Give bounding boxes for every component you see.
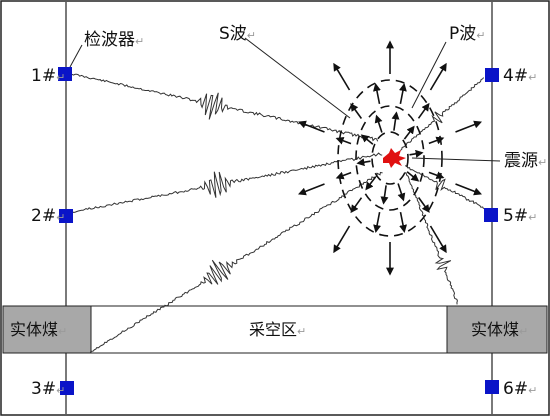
- inner-arrow-7: [365, 176, 377, 191]
- middle-arrow-7: [373, 211, 382, 233]
- trace-sensor-3: [89, 171, 383, 353]
- trace-sensor-2: [71, 152, 383, 214]
- middle-arrow-12: [373, 83, 381, 105]
- middle-arrow-2: [417, 102, 430, 119]
- outer-arrow-5: [429, 225, 447, 254]
- inner-arrow-1: [391, 111, 400, 131]
- inner-arrow-10: [374, 114, 383, 133]
- sensor-4-label: 4#↵: [503, 66, 538, 86]
- seismic-source-icon: [383, 148, 406, 168]
- middle-arrow-4: [428, 171, 445, 180]
- sensor-2-marker: [59, 209, 73, 223]
- solid-coal-right-label: 实体煤↵: [471, 320, 529, 339]
- sensor-4-marker: [485, 68, 499, 82]
- p-wave-leader-line: [411, 41, 447, 109]
- propagation-arrows: [298, 40, 482, 276]
- sensor-1-marker: [58, 67, 72, 81]
- wavefront-circle-3: [371, 131, 409, 185]
- sensor-2-label: 2#↵: [31, 206, 66, 226]
- inner-arrow-3: [409, 149, 424, 158]
- outer-arrow-2: [429, 62, 447, 91]
- sensor-3-marker: [60, 381, 74, 395]
- outer-arrow-8: [298, 183, 325, 196]
- inner-arrow-5: [397, 183, 406, 202]
- p-wave-label: P波↵: [449, 24, 486, 44]
- sensor-6-marker: [485, 380, 499, 394]
- solid-coal-left-block: [2, 305, 92, 354]
- solid-coal-left-label: 实体煤↵: [10, 320, 68, 339]
- middle-arrow-10: [335, 136, 352, 145]
- s-wave-leader-line: [244, 37, 351, 119]
- trace-sensor-6: [405, 171, 458, 305]
- inner-arrow-2: [403, 125, 415, 140]
- inner-arrow-6: [380, 185, 389, 205]
- trace-sensor-5: [405, 165, 485, 210]
- trace-sensor-1: [71, 73, 379, 142]
- goaf-label: 采空区↵: [249, 320, 307, 339]
- sensor-5-label: 5#↵: [503, 206, 538, 226]
- source-label: 震源↵: [504, 151, 548, 171]
- source-leader-line: [411, 157, 501, 162]
- middle-arrow-11: [350, 103, 363, 119]
- geophone-label: 检波器↵: [84, 30, 145, 50]
- geophone-leader-line: [69, 44, 83, 68]
- middle-arrow-5: [417, 197, 430, 213]
- middle-arrow-6: [399, 211, 407, 233]
- inner-arrow-4: [406, 171, 420, 182]
- sensor-6-label: 6#↵: [503, 379, 538, 399]
- solid-coal-right-block: [446, 305, 548, 354]
- middle-arrow-8: [350, 197, 363, 214]
- s-wave-label: S波↵: [219, 24, 257, 44]
- middle-arrow-9: [335, 171, 352, 180]
- outer-arrow-10: [333, 62, 351, 91]
- middle-arrow-3: [428, 136, 445, 145]
- outer-arrow-3: [455, 120, 482, 133]
- outer-arrow-9: [298, 120, 325, 133]
- sensor-1-label: 1#↵: [31, 66, 66, 86]
- sensor-3-label: 3#↵: [31, 379, 66, 399]
- wavefront-circle-1: [337, 79, 443, 237]
- inner-arrow-9: [360, 134, 374, 145]
- sensor-5-marker: [484, 208, 498, 222]
- outer-arrow-4: [455, 183, 482, 196]
- trace-sensor-4: [400, 77, 484, 151]
- inner-arrow-8: [356, 158, 371, 167]
- outer-arrow-7: [333, 225, 351, 254]
- middle-arrow-1: [398, 83, 407, 105]
